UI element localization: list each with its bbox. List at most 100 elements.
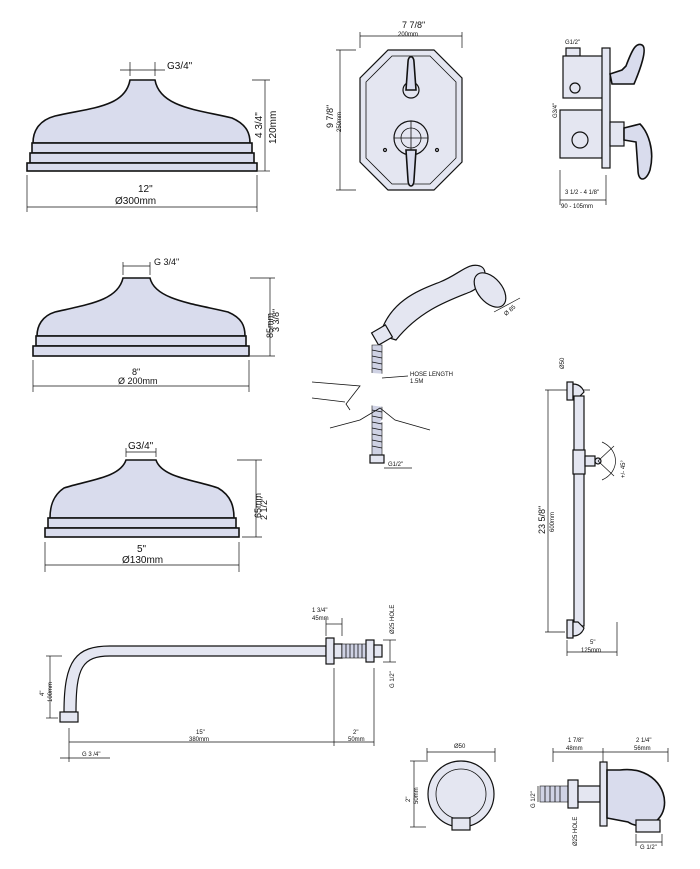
head-200-height-mm: 85mm: [265, 313, 275, 338]
elbow-thread: [539, 785, 569, 803]
arm-outlet-thread: G 3 /4": [82, 752, 100, 758]
arm-hole: Ø25 HOLE: [390, 605, 396, 634]
head-300-face: [26, 162, 258, 172]
head-130-height-in: 2 1/2": [259, 497, 269, 520]
rail-top-plate: [566, 381, 574, 401]
valve-side-inlet-top: G1/2": [565, 40, 580, 46]
valve-side-depth-in: 3 1/2 - 4 1/8": [565, 190, 599, 196]
shower-head-300-drawing: G3/4" 4 3/4" 120mm 12" Ø300mm: [26, 61, 279, 212]
elbow-front-drawing: Ø50 2" 50mm: [406, 744, 496, 831]
head-130-width-mm: Ø130mm: [122, 555, 163, 566]
hose-outlet: G1/2": [388, 462, 403, 468]
elbow-side-thread: G 1/2": [531, 791, 537, 808]
head-130-height-mm: 65mm: [253, 493, 263, 518]
elbow-front-height-in: 2": [406, 797, 412, 802]
head-300-inlet-label: G3/4": [167, 61, 193, 72]
hose-end: [369, 454, 385, 464]
valve-side-inlet-side: G3/4": [553, 103, 559, 118]
wall-plate: [601, 47, 611, 169]
rail-slider: [572, 449, 586, 475]
elbow-side-depth-mm: 56mm: [634, 746, 651, 752]
head-300-height-mm: 120mm: [268, 111, 279, 144]
valve-plate-inner: [365, 55, 457, 185]
slider-holder: [584, 455, 596, 467]
valve-body-upper: [562, 55, 604, 99]
arm-flange-mm: 45mm: [312, 616, 329, 622]
slide-rail-drawing: Ø50 23 5/8" 600mm +/- 45° 5" 125mm: [537, 357, 627, 656]
head-130-inlet-label: G3/4": [128, 441, 154, 452]
arm-backnut: [365, 639, 375, 663]
head-130-body: [49, 459, 235, 519]
elbow-side-flange-mm: 48mm: [566, 746, 583, 752]
valve-plate: [359, 49, 463, 191]
elbow-outlet: [635, 819, 661, 833]
rail-depth-mm: 125mm: [581, 648, 601, 654]
valve-front-drawing: 7 7/8" 200mm 9 7/8" 250mm: [325, 20, 463, 191]
elbow-side-outlet: G 1/2": [640, 845, 657, 851]
elbow-front-outlet: [451, 817, 471, 831]
rail-height-in: 23 5/8": [537, 506, 547, 534]
elbow-side-drawing: 1 7/8" 48mm 2 1/4" 56mm G 1/2" Ø25 HOLE …: [531, 738, 669, 851]
head-300-width-mm: Ø300mm: [115, 196, 156, 207]
rail-depth-in: 5": [590, 640, 595, 646]
valve-width-mm: 200mm: [398, 32, 418, 38]
head-130-width-in: 5": [137, 544, 147, 555]
head-300-body: [32, 79, 251, 144]
head-300-rim-2: [29, 152, 255, 164]
head-200-body: [36, 277, 246, 337]
valve-width-in: 7 7/8": [402, 20, 425, 30]
arm-wall-mm: 50mm: [348, 737, 365, 743]
head-130-rim-1: [47, 517, 237, 529]
top-inlet: [565, 47, 581, 57]
arm-flange-in: 1 3/4": [312, 608, 327, 614]
side-thermo-lever: [623, 123, 653, 180]
elbow-side-hole: Ø25 HOLE: [573, 817, 579, 846]
elbow-body: [606, 768, 666, 827]
elbow-front-height-mm: 50mm: [414, 787, 420, 804]
valve-height-in: 9 7/8": [325, 105, 335, 128]
arm-length-in: 15": [196, 730, 205, 736]
head-200-rim-2: [32, 345, 250, 357]
head-300-height-in: 4 3/4": [254, 112, 265, 138]
rail-bar: [573, 395, 585, 627]
head-200-width-in: 8": [132, 367, 140, 377]
elbow-flange: [599, 761, 608, 827]
head-200-inlet-label: G 3/4": [154, 257, 179, 267]
shower-arm-drawing: 1 3/4" 45mm Ø25 HOLE G 1/2" 4" 100mm 15"…: [40, 605, 396, 762]
elbow-front-plate: [427, 760, 495, 828]
hose-length-label: HOSE LENGTH: [410, 372, 453, 378]
arm-drop-mm: 100mm: [48, 682, 54, 702]
hose-length-value: 1.5M: [410, 379, 423, 385]
arm-nut: [333, 643, 343, 659]
head-300-rim-1: [31, 142, 253, 154]
handset-handle: [379, 264, 486, 341]
valve-height-mm: 250mm: [337, 112, 343, 132]
elbow-front-dia: Ø50: [454, 744, 466, 750]
elbow-side-flange-in: 1 7/8": [568, 738, 583, 744]
arm-length-mm: 380mm: [189, 737, 209, 743]
handset-drawing: Ø 85 HOSE LENGTH 1.5M G1/2": [311, 264, 521, 469]
side-thermo-body: [609, 121, 625, 147]
arm-tail: [373, 644, 383, 658]
arm-drop-in: 4": [40, 691, 46, 696]
handset-head: [473, 272, 507, 308]
rail-bracket-dia: Ø50: [560, 357, 566, 369]
arm-thread-size: G 1/2": [390, 671, 396, 688]
arm-pipe: [63, 645, 327, 713]
elbow-neck: [577, 785, 601, 803]
thermostat-lever: [405, 149, 417, 187]
side-diverter-lever: [609, 43, 645, 85]
rail-bottom-bracket: [572, 621, 585, 637]
rail-angle: +/- 45°: [621, 459, 627, 478]
valve-side-depth-mm: 90 - 105mm: [561, 204, 593, 210]
rail-bottom-plate: [566, 619, 574, 639]
head-200-width-mm: Ø 200mm: [118, 376, 158, 386]
arm-outlet: [59, 711, 79, 723]
handset-connector: [370, 324, 394, 346]
elbow-side-depth-in: 2 1/4": [636, 738, 651, 744]
shower-head-130-drawing: G3/4" 2 1/2" 65mm 5" Ø130mm: [44, 441, 269, 572]
head-300-width-in: 12": [138, 184, 153, 195]
arm-wall-in: 2": [353, 730, 358, 736]
shower-head-200-drawing: G 3/4" 3 3/8" 85mm 8" Ø 200mm: [32, 257, 281, 392]
rail-height-mm: 600mm: [550, 512, 556, 532]
